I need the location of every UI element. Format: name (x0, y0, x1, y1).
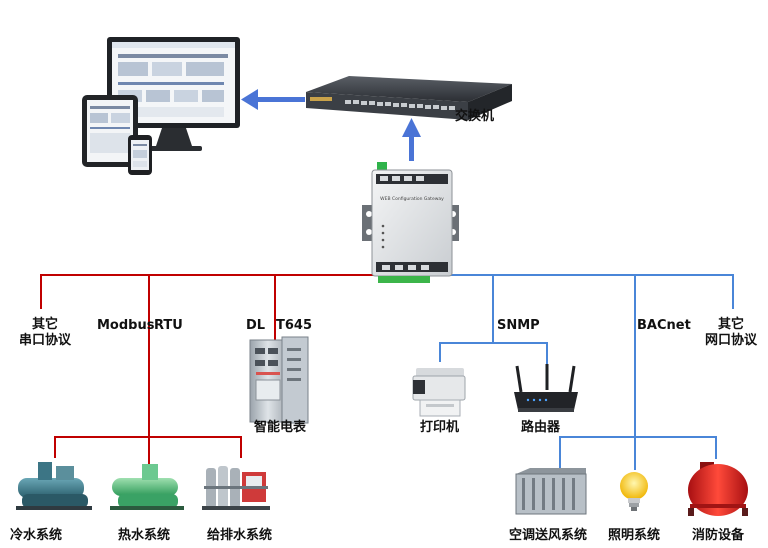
label-fire-equipment: 消防设备 (692, 528, 745, 543)
label-printer: 打印机 (420, 420, 460, 435)
printer-icon (412, 368, 466, 417)
label-modbus: Modbus (97, 318, 155, 333)
label-other-net-line2: 网口协议 (704, 333, 757, 348)
label-other-serial-line2: 串口协议 (18, 333, 71, 348)
arrow-switch-to-monitors (241, 89, 305, 110)
label-lighting: 照明系统 (608, 528, 661, 543)
label-router: 路由器 (521, 420, 561, 435)
chiller-icon (16, 462, 92, 510)
label-switch: 交换机 (455, 109, 495, 124)
label-other-serial-line1: 其它 (31, 317, 58, 332)
network-bus-lines (430, 274, 734, 470)
label-other-net-line1: 其它 (717, 317, 744, 332)
arrow-gateway-to-switch (402, 118, 421, 161)
ahu-cabinet-icon (515, 468, 587, 515)
monitoring-screens-icon (82, 37, 240, 175)
label-chiller: 冷水系统 (10, 528, 63, 543)
smart-meter-cabinet-icon (249, 336, 309, 424)
water-supply-system-icon (202, 466, 270, 510)
light-bulb-icon (620, 472, 648, 511)
hot-water-system-icon (110, 464, 184, 510)
network-switch-icon (306, 76, 512, 120)
label-water-supply: 给排水系统 (207, 528, 273, 543)
label-other-serial-protocol: 其它 串口协议 (8, 317, 82, 349)
gateway-device-icon: WEB Configuration Gateway (362, 162, 459, 283)
label-t645: T645 (276, 318, 313, 333)
label-bacnet: BACnet (637, 318, 691, 333)
label-smart-meter: 智能电表 (254, 420, 307, 435)
label-rtu: RTU (154, 318, 183, 333)
label-dl: DL (246, 318, 266, 333)
router-icon (514, 364, 578, 412)
label-hot-water: 热水系统 (118, 528, 171, 543)
label-ahu: 空调送风系统 (509, 528, 588, 543)
gateway-model-text: WEB Configuration Gateway (380, 196, 444, 202)
fire-equipment-icon (688, 462, 748, 516)
label-snmp: SNMP (497, 318, 540, 333)
label-other-network-protocol: 其它 网口协议 (694, 317, 768, 349)
serial-bus-lines (40, 274, 375, 468)
